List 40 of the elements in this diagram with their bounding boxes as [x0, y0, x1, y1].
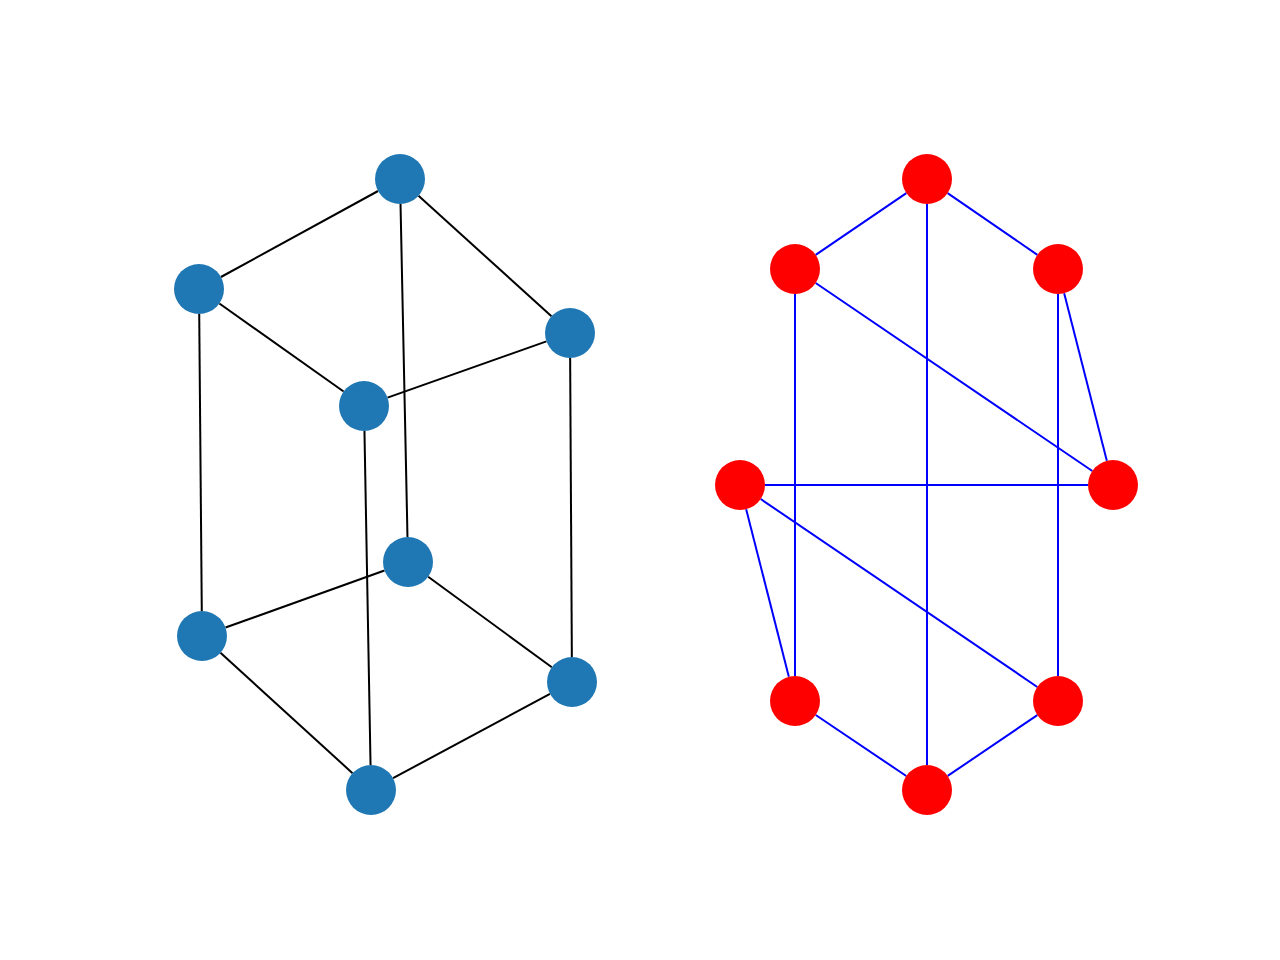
graph-edge [1063, 292, 1108, 462]
graph-edge [926, 203, 928, 766]
graph-node-circle [770, 676, 820, 726]
graph-node-circle [177, 611, 227, 661]
graph-node-circle [375, 154, 425, 204]
graph-edge [794, 293, 796, 677]
graph-edge [759, 498, 1039, 688]
graph-edge [392, 692, 551, 780]
graph-node-circle [902, 765, 952, 815]
graph-edge [219, 651, 354, 775]
graph-node-circle [547, 657, 597, 707]
graph-node-circle [346, 765, 396, 815]
graph-edge [569, 357, 573, 658]
graph-node-circle [902, 154, 952, 204]
graph-edge [224, 569, 386, 629]
graph-edge [946, 192, 1039, 256]
graph-edge [745, 508, 790, 678]
graph-edge [219, 190, 380, 278]
graph-node-circle [1033, 244, 1083, 294]
graph-edge [363, 430, 372, 766]
graph-edge [814, 714, 908, 777]
graph-node-circle [1033, 676, 1083, 726]
graph-node-circle [715, 460, 765, 510]
graph-edge [386, 340, 548, 399]
graph-edge [417, 194, 553, 318]
graph-edge [946, 714, 1039, 777]
graph-edge [399, 203, 409, 538]
graph-edge [814, 192, 908, 256]
graph-edge [1057, 293, 1059, 677]
graph-edge [814, 282, 1094, 472]
graph-node-circle [770, 244, 820, 294]
graph-edge [764, 484, 1089, 486]
graph-node-circle [339, 381, 389, 431]
graph-node-circle [545, 308, 595, 358]
graph-node-circle [174, 264, 224, 314]
graph-edge [427, 575, 553, 669]
graph-node-circle [1088, 460, 1138, 510]
graph-edge [218, 302, 345, 393]
graph-node-circle [383, 537, 433, 587]
graph-edge [198, 313, 203, 612]
